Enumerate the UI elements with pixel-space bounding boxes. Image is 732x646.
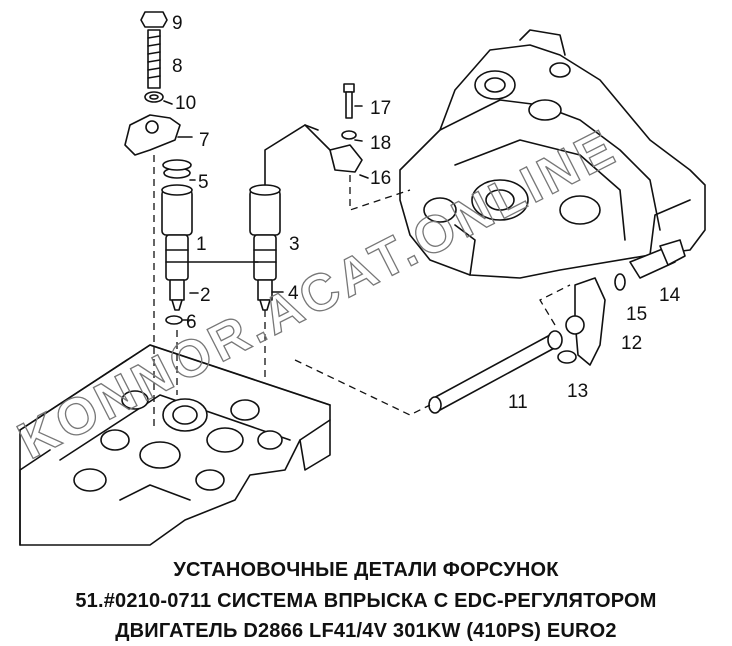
o-ring	[162, 159, 192, 171]
callout-1: 1	[196, 234, 207, 255]
sealing-washer	[165, 315, 183, 325]
injector-right	[249, 124, 319, 311]
pipe-clip	[329, 144, 363, 173]
callout-17: 17	[370, 98, 391, 119]
callout-9: 9	[172, 13, 183, 34]
caption-engine: ДВИГАТЕЛЬ D2866 LF41/4V 301KW (410PS) EU…	[115, 620, 617, 642]
callout-12: 12	[621, 333, 642, 354]
callout-2: 2	[200, 285, 211, 306]
callout-13: 13	[567, 381, 588, 402]
banjo-bolt	[629, 239, 686, 279]
callout-16: 16	[370, 168, 391, 189]
pressure-connector	[565, 277, 606, 366]
callout-10: 10	[175, 93, 196, 114]
cylinder-head	[19, 344, 331, 546]
callout-3: 3	[289, 234, 300, 255]
assembly-lines	[153, 155, 571, 430]
callout-14: 14	[659, 285, 681, 306]
callout-15: 15	[626, 304, 647, 325]
bolt-washer	[614, 273, 626, 291]
callout-5: 5	[198, 172, 209, 193]
callout-18: 18	[370, 133, 391, 154]
injection-pipe	[428, 330, 563, 414]
nut	[140, 11, 168, 28]
injector-left	[161, 167, 193, 311]
leader-lines	[163, 100, 369, 321]
injector-clamp	[124, 114, 181, 156]
callout-7: 7	[199, 130, 210, 151]
callout-8: 8	[172, 56, 183, 77]
washer-top	[144, 91, 164, 103]
clip-washer	[341, 130, 357, 140]
seal-ring	[557, 350, 577, 364]
callout-6: 6	[186, 312, 197, 333]
callout-11: 11	[508, 392, 528, 413]
caption-system: 51.#0210-0711 СИСТЕМА ВПРЫСКА С EDC-РЕГУ…	[75, 590, 657, 612]
caption-title: УСТАНОВОЧНЫЕ ДЕТАЛИ ФОРСУНОК	[173, 559, 559, 581]
callout-labels: 1 2 3 4 5 6 7 8 9 10 11 12 13 14 15 16 1…	[172, 13, 681, 413]
callout-4: 4	[288, 283, 299, 304]
clip-bolt	[343, 83, 355, 119]
stud-bolt	[147, 29, 161, 89]
engine-block	[399, 29, 706, 279]
